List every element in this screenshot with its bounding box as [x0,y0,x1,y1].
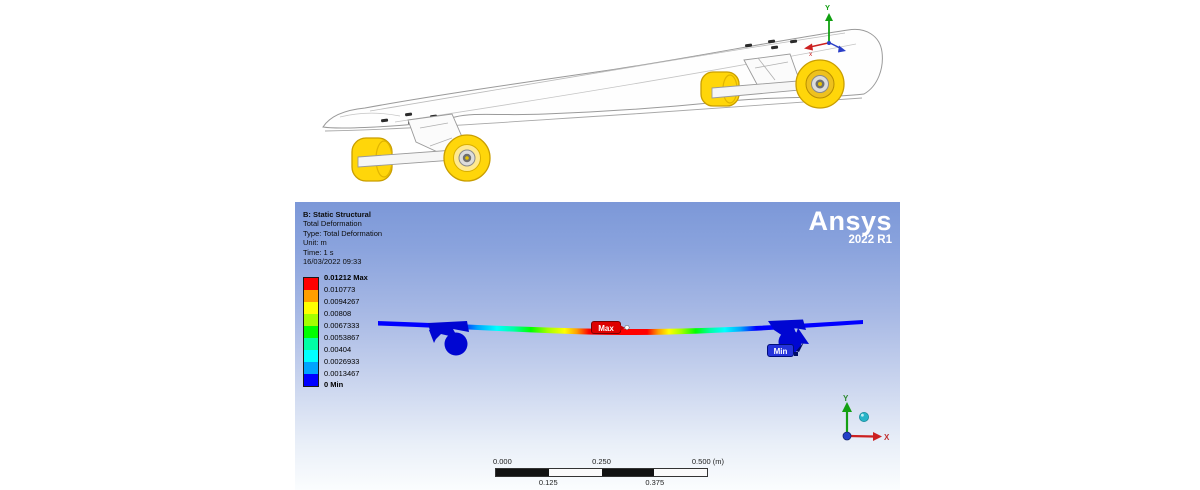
scale-tick-label: 0.375 [645,478,665,487]
view-triad-icon[interactable]: Y X [820,393,898,453]
scale-tick-label: 0.500 (m) [691,457,724,466]
scale-ruler: 0.000 0.250 0.500 (m) 0.125 0.375 [493,457,724,488]
result-unit: Unit: m [303,238,327,248]
legend-value: 0.0067333 [324,321,360,330]
deformed-front-truck [428,321,469,356]
deck [322,28,883,132]
scale-tick-label: 0.125 [538,478,558,487]
iso-view-ball[interactable] [859,411,870,422]
skateboard-cad-drawing: Y x [322,3,883,182]
y-axis-label: Y [825,3,830,12]
scale-tick-label: 0.000 [493,457,512,466]
legend-band [304,362,318,374]
result-time: Time: 1 s [303,247,334,257]
contour-legend: 0.01212 Max 0.010773 0.0094267 0.00808 0… [303,273,368,389]
result-info-block: B: Static Structural Total Deformation T… [303,210,382,266]
max-probe-label[interactable]: Max [591,321,625,334]
legend-value: 0.00808 [324,309,352,318]
scale-tick-label: 0.250 [592,457,611,466]
min-probe-label[interactable]: Min [767,344,798,357]
cad-model-view: Y x [0,0,1200,202]
legend-band [304,326,318,338]
x-axis-label: X [884,433,890,442]
legend-color-bar [303,277,319,387]
ansys-logo: Ansys 2022 R1 [808,206,892,247]
ansys-version: 2022 R1 [848,234,892,246]
z-axis-ball[interactable] [842,431,852,441]
scale-bar-segments [495,468,708,477]
legend-value: 0.0026933 [324,357,360,366]
rear-truck [700,53,845,109]
legend-band [304,290,318,302]
legend-value: 0.0053867 [324,333,360,342]
legend-band [304,350,318,362]
legend-value: 0.0094267 [324,297,360,306]
legend-value-min: 0 Min [324,380,344,389]
legend-band [304,278,318,290]
legend-band [304,302,318,314]
y-axis-label: Y [843,394,849,403]
wheel [443,134,491,182]
front-truck [351,113,491,182]
analysis-system-title: B: Static Structural [303,210,371,219]
legend-value-max: 0.01212 Max [324,273,368,282]
legend-band [304,338,318,350]
min-leader-arrow [796,342,804,352]
deformed-deck[interactable] [378,320,863,336]
max-anchor-dot [624,325,630,330]
result-type: Type: Total Deformation [303,228,383,238]
ansys-viewport[interactable]: B: Static Structural Total Deformation T… [295,202,900,490]
legend-value: 0.010773 [324,285,356,294]
model-triad-icon: Y x [804,3,846,58]
legend-value: 0.00404 [324,345,352,354]
legend-band [304,314,318,326]
ansys-wordmark: Ansys [808,206,892,236]
result-datestamp: 16/03/2022 09:33 [303,257,362,267]
result-name: Total Deformation [303,219,362,229]
legend-value: 0.0013467 [324,369,360,378]
x-axis-label: x [809,51,813,58]
wheel [795,59,845,109]
legend-band [304,374,318,386]
